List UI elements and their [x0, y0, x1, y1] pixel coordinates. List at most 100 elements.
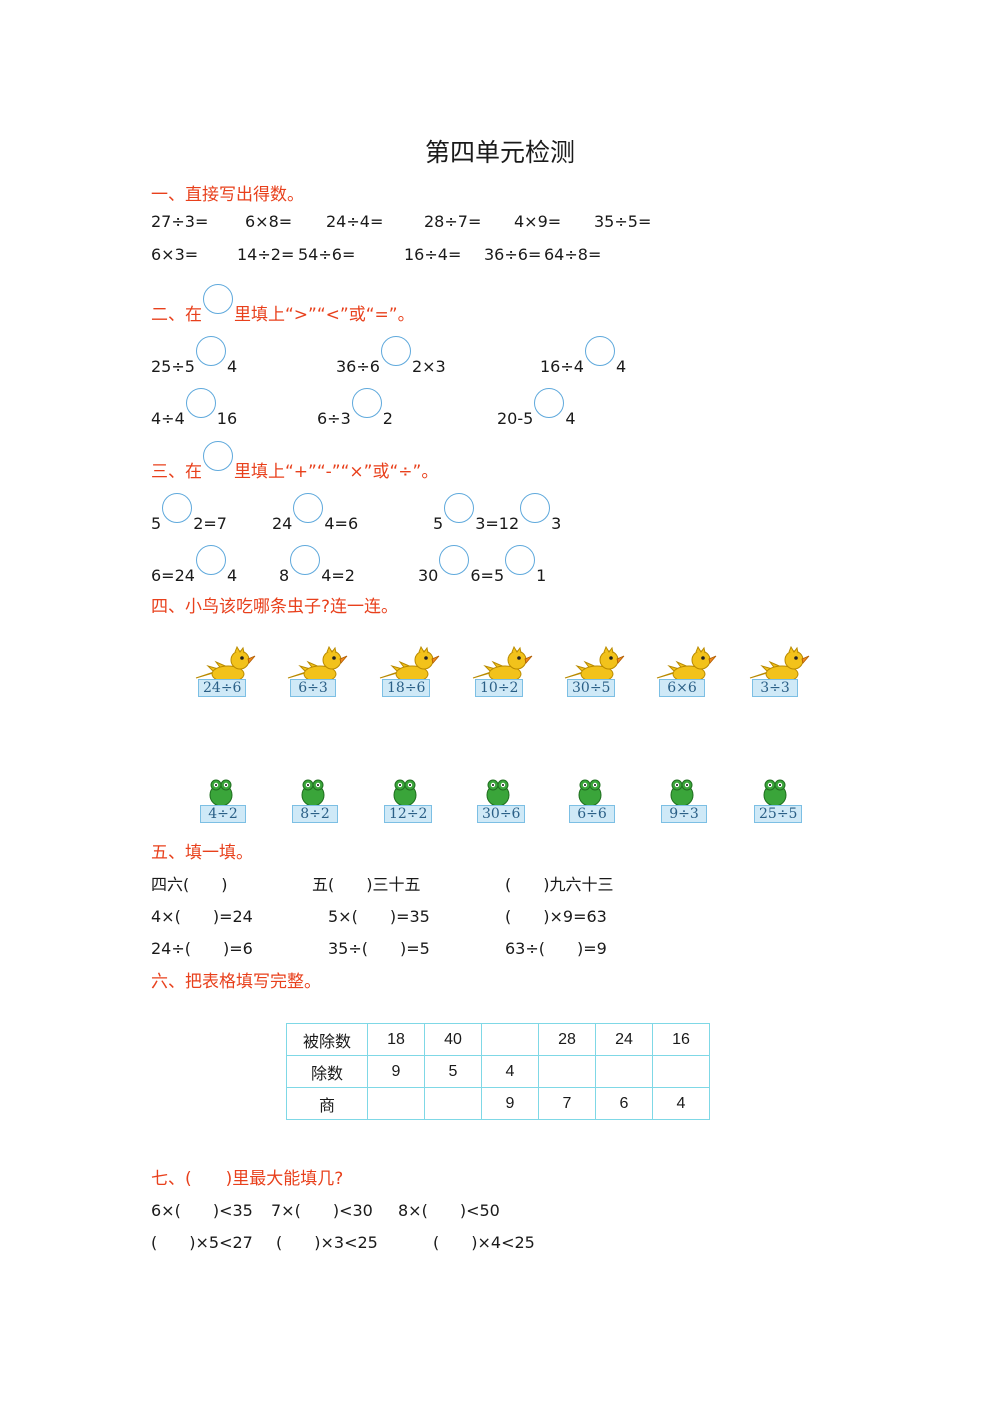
- answer-circle[interactable]: [534, 388, 565, 418]
- table-cell[interactable]: 9: [367, 1055, 425, 1088]
- bird-label[interactable]: 30÷5: [567, 679, 616, 697]
- answer-circle[interactable]: [351, 388, 382, 418]
- bird-icon: [194, 645, 256, 686]
- q1-item: 27÷3=: [151, 212, 209, 231]
- q5-item[interactable]: 35÷( )=5: [328, 939, 430, 958]
- bug-icon: [390, 777, 420, 807]
- table-cell[interactable]: 9: [481, 1087, 539, 1120]
- answer-circle[interactable]: [195, 545, 226, 575]
- table-cell[interactable]: 6: [595, 1087, 653, 1120]
- table-cell[interactable]: [481, 1023, 539, 1056]
- division-table: 被除数 18 40 28 24 16 除数 9 5 4 商 9 7 6 4: [286, 1023, 710, 1120]
- q7-item[interactable]: ( )×3<25: [276, 1233, 378, 1252]
- bird-label[interactable]: 10÷2: [475, 679, 524, 697]
- q7-item[interactable]: ( )×5<27: [151, 1233, 253, 1252]
- q5-item[interactable]: 四六( ): [151, 875, 228, 894]
- q1-item: 6×8=: [245, 212, 293, 231]
- answer-circle[interactable]: [162, 493, 193, 523]
- answer-circle[interactable]: [195, 336, 226, 366]
- bug-label[interactable]: 9÷3: [661, 805, 707, 823]
- bird-label[interactable]: 3÷3: [752, 679, 798, 697]
- answer-circle[interactable]: [520, 493, 551, 523]
- table-row: 被除数 18 40 28 24 16: [286, 1023, 710, 1056]
- answer-circle[interactable]: [293, 493, 324, 523]
- bug-label[interactable]: 8÷2: [292, 805, 338, 823]
- bug-icon: [206, 777, 236, 807]
- q1-item: 14÷2=: [237, 245, 295, 264]
- q5-item[interactable]: 五( )三十五: [312, 875, 421, 894]
- bug-icon: [760, 777, 790, 807]
- bird-label[interactable]: 24÷6: [198, 679, 247, 697]
- table-cell[interactable]: 4: [652, 1087, 710, 1120]
- q5-item[interactable]: 5×( )=35: [328, 907, 430, 926]
- bird-icon: [748, 645, 810, 686]
- q7-item[interactable]: 8×( )<50: [398, 1201, 500, 1220]
- table-cell[interactable]: [652, 1055, 710, 1088]
- bird-label[interactable]: 18÷6: [382, 679, 431, 697]
- table-cell[interactable]: 28: [538, 1023, 596, 1056]
- table-cell[interactable]: [538, 1055, 596, 1088]
- section-2-heading: 二、在里填上“>”“<”或“=”。: [151, 284, 415, 325]
- bug-icon: [483, 777, 513, 807]
- circle-icon: [203, 441, 233, 471]
- q5-item[interactable]: ( )九六十三: [505, 875, 614, 894]
- bug-label[interactable]: 30÷6: [477, 805, 526, 823]
- table-cell[interactable]: 4: [481, 1055, 539, 1088]
- table-cell[interactable]: 16: [652, 1023, 710, 1056]
- table-cell[interactable]: 40: [424, 1023, 482, 1056]
- answer-circle[interactable]: [290, 545, 321, 575]
- table-cell[interactable]: 5: [424, 1055, 482, 1088]
- circle-icon: [203, 284, 233, 314]
- table-cell[interactable]: 24: [595, 1023, 653, 1056]
- table-row: 除数 9 5 4: [286, 1055, 710, 1088]
- answer-circle[interactable]: [444, 493, 475, 523]
- table-cell[interactable]: [367, 1087, 425, 1120]
- section-3-heading: 三、在里填上“+”“-”“×”或“÷”。: [151, 441, 438, 482]
- q1-item: 6×3=: [151, 245, 199, 264]
- q7-item[interactable]: 7×( )<30: [271, 1201, 373, 1220]
- bird-label[interactable]: 6×6: [659, 679, 705, 697]
- section-1-heading: 一、直接写出得数。: [151, 185, 304, 205]
- section-5-heading: 五、填一填。: [151, 843, 253, 863]
- table-cell[interactable]: [595, 1055, 653, 1088]
- table-cell[interactable]: 7: [538, 1087, 596, 1120]
- q5-item[interactable]: ( )×9=63: [505, 907, 607, 926]
- q7-item[interactable]: 6×( )<35: [151, 1201, 253, 1220]
- answer-circle[interactable]: [584, 336, 615, 366]
- q1-item: 54÷6=: [298, 245, 356, 264]
- q7-item[interactable]: ( )×4<25: [433, 1233, 535, 1252]
- bug-icon: [575, 777, 605, 807]
- page-title: 第四单元检测: [424, 138, 575, 167]
- q1-item: 24÷4=: [326, 212, 384, 231]
- q5-item[interactable]: 63÷( )=9: [505, 939, 607, 958]
- q5-item[interactable]: 24÷( )=6: [151, 939, 253, 958]
- q1-item: 36÷6=: [484, 245, 542, 264]
- bug-label[interactable]: 25÷5: [754, 805, 803, 823]
- q1-item: 64÷8=: [544, 245, 602, 264]
- q5-item[interactable]: 4×( )=24: [151, 907, 253, 926]
- bug-label[interactable]: 12÷2: [384, 805, 433, 823]
- table-cell[interactable]: [424, 1087, 482, 1120]
- bird-label[interactable]: 6÷3: [290, 679, 336, 697]
- bird-icon: [563, 645, 625, 686]
- table-cell[interactable]: 18: [367, 1023, 425, 1056]
- answer-circle[interactable]: [380, 336, 411, 366]
- bird-icon: [286, 645, 348, 686]
- answer-circle[interactable]: [185, 388, 216, 418]
- bug-label[interactable]: 6÷6: [569, 805, 615, 823]
- section-7-heading: 七、( )里最大能填几?: [151, 1169, 344, 1189]
- answer-circle[interactable]: [505, 545, 536, 575]
- bird-icon: [655, 645, 717, 686]
- q1-item: 4×9=: [514, 212, 562, 231]
- table-row: 商 9 7 6 4: [286, 1087, 710, 1120]
- answer-circle[interactable]: [439, 545, 470, 575]
- bug-label[interactable]: 4÷2: [200, 805, 246, 823]
- bird-icon: [471, 645, 533, 686]
